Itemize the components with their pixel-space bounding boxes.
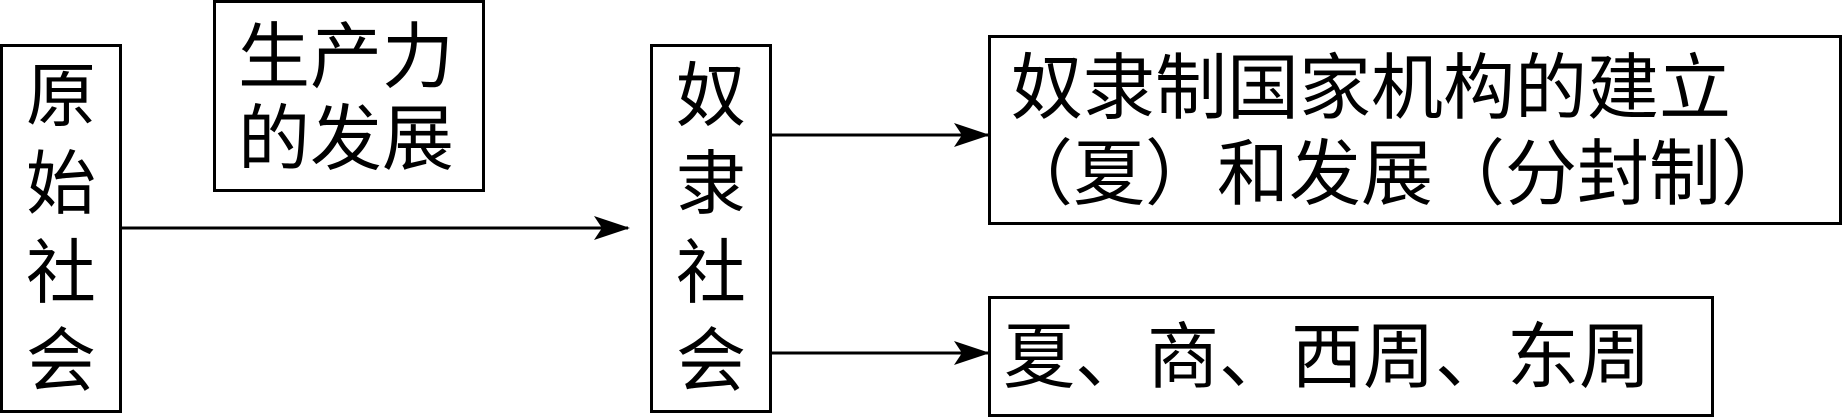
- slave-society-char-2: 隶: [676, 143, 746, 226]
- dynasties-box: 夏、商、西周、东周: [988, 296, 1714, 417]
- slave-society-box: 奴 隶 社 会: [650, 44, 772, 413]
- state-apparatus-line-2: （夏）和发展（分封制）: [1001, 132, 1794, 216]
- slave-society-label: 奴 隶 社 会: [653, 61, 769, 396]
- primitive-society-char-4: 会: [26, 319, 96, 402]
- slave-society-char-1: 奴: [676, 55, 746, 137]
- primitive-society-char-3: 社: [26, 231, 96, 314]
- productivity-development-box: 生产力 的发展: [213, 0, 485, 192]
- productivity-line-1: 生产力: [238, 15, 455, 99]
- dynasties-label: 夏、商、西周、东周: [1003, 315, 1652, 399]
- state-apparatus-line-1: 奴隶制国家机构的建立: [1011, 46, 1732, 130]
- primitive-society-char-1: 原: [26, 55, 96, 137]
- slave-society-char-3: 社: [676, 231, 746, 314]
- primitive-society-char-2: 始: [26, 143, 96, 226]
- state-apparatus-box: 奴隶制国家机构的建立 （夏）和发展（分封制）: [988, 35, 1842, 225]
- primitive-society-box: 原 始 社 会: [0, 44, 122, 413]
- productivity-line-2: 的发展: [238, 97, 455, 181]
- slave-society-char-4: 会: [676, 319, 746, 402]
- primitive-society-label: 原 始 社 会: [3, 61, 119, 396]
